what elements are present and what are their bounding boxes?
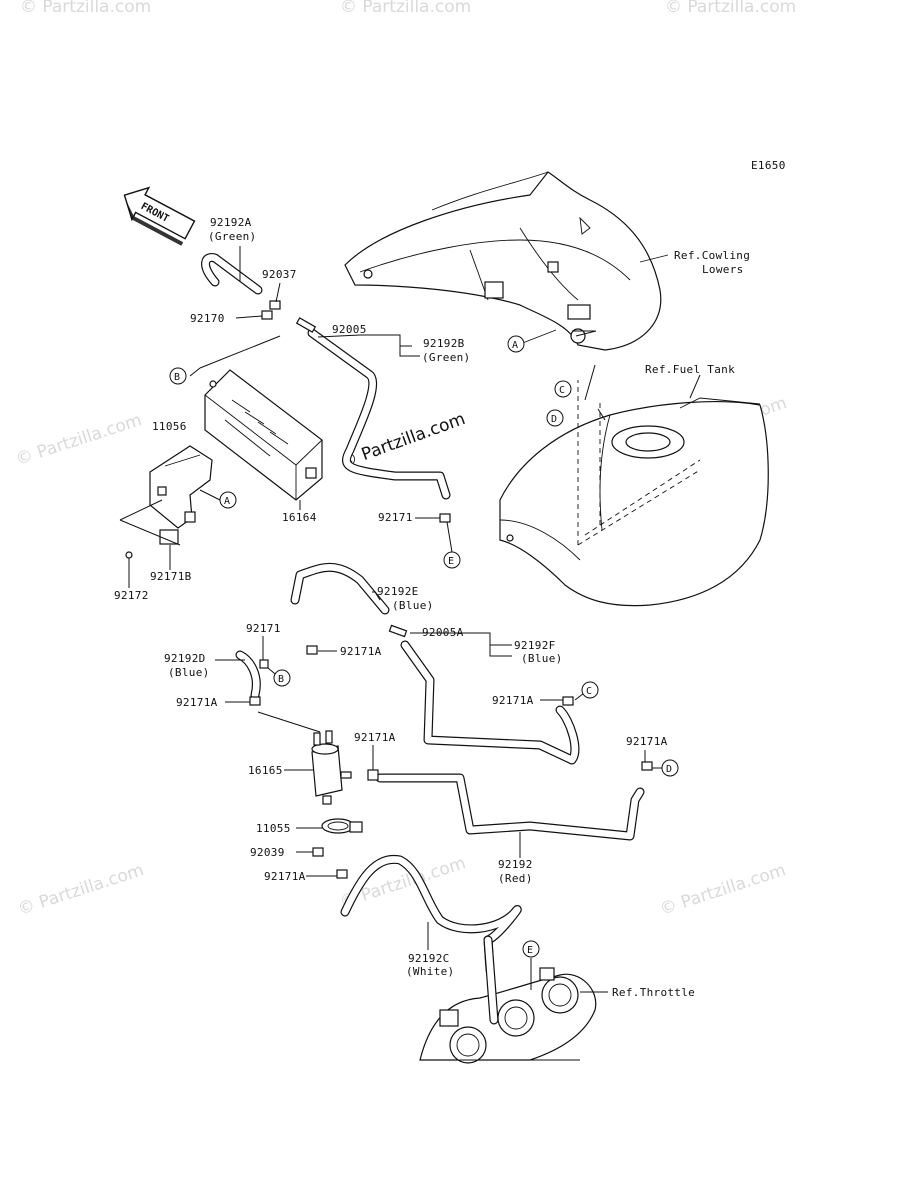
screw-92039 [312, 847, 324, 857]
label-92192C: 92192C [408, 952, 450, 965]
cowling-lowers-drawing [344, 171, 669, 351]
label-92192E-color: (Blue) [392, 599, 434, 612]
front-arrow-icon: FRONT [123, 186, 196, 246]
label-92171-mid: 92171 [246, 622, 281, 635]
label-16165: 16165 [248, 764, 283, 777]
connector-a-top-label: A [512, 340, 518, 351]
connector-c-hose: C [581, 681, 599, 699]
label-92171A-right: 92171A [492, 694, 534, 707]
ref-cowling-label-line2: Lowers [702, 263, 744, 276]
watermark-top-center: © Partzilla.com [340, 0, 471, 17]
label-92192: 92192 [498, 858, 533, 871]
connector-a-left-label: A [224, 496, 230, 507]
ref-cowling-label-line1: Ref.Cowling [674, 249, 750, 262]
connector-c-tank-label: C [559, 385, 565, 396]
label-92171A-filter: 92171A [354, 731, 396, 744]
label-92170: 92170 [190, 312, 225, 325]
watermark-top-right: © Partzilla.com [665, 0, 796, 17]
filter-16165-drawing [311, 730, 352, 805]
clip-92171-mid [259, 659, 269, 669]
throttle-body-drawing [419, 967, 597, 1064]
clip-92171A-upper [306, 645, 318, 655]
label-92192B-color: (Green) [422, 351, 470, 364]
label-92171B: 92171B [150, 570, 192, 583]
connector-d-hose: D [661, 759, 679, 777]
connector-a-top: A [507, 335, 525, 353]
fitting-group [249, 300, 653, 879]
watermark-low-left: © Partzilla.com [15, 860, 146, 920]
clip-92171A-left [249, 696, 261, 706]
clip-92171A-right [562, 696, 574, 706]
connector-b-canister: B [169, 367, 187, 385]
label-92192A-color: (Green) [208, 230, 256, 243]
connector-markers: A A B B C C D D [169, 335, 679, 958]
label-92192D-color: (Blue) [168, 666, 210, 679]
label-92192B: 92192B [423, 337, 465, 350]
label-92005A: 92005A [422, 626, 464, 639]
fuel-tank-drawing [499, 380, 769, 607]
clip-92171A-filter [367, 769, 379, 781]
bracket-11056-drawing [119, 445, 213, 559]
label-92192A: 92192A [210, 216, 252, 229]
watermark-top-left: © Partzilla.com [20, 0, 151, 17]
label-92192F: 92192F [514, 639, 556, 652]
connector-d-hose-label: D [666, 764, 672, 775]
label-92171A-left: 92171A [176, 696, 218, 709]
joint-92005 [295, 317, 317, 333]
connector-b-mid-label: B [278, 674, 284, 685]
part-labels: 92192A (Green) 92037 92170 92005 92192B … [114, 216, 668, 978]
connector-a-left: A [219, 491, 237, 509]
diagram-code: E1650 [751, 159, 786, 172]
label-92005: 92005 [332, 323, 367, 336]
label-92192E: 92192E [377, 585, 419, 598]
connector-c-tank: C [554, 380, 572, 398]
hose-group [201, 253, 645, 1025]
label-92171A-upper: 92171A [340, 645, 382, 658]
clip-92171A-far-right [641, 761, 653, 771]
connector-d-tank: D [546, 409, 564, 427]
label-92171-top: 92171 [378, 511, 413, 524]
label-92172: 92172 [114, 589, 149, 602]
label-92192C-color: (White) [406, 965, 454, 978]
label-92192D: 92192D [164, 652, 206, 665]
label-92192F-color: (Blue) [521, 652, 563, 665]
connector-e-throttle-label: E [527, 945, 533, 956]
ref-throttle-label: Ref.Throttle [612, 986, 695, 999]
label-92171A-lower: 92171A [264, 870, 306, 883]
clip-92171A-lower [336, 869, 348, 879]
label-92192-color: (Red) [498, 872, 533, 885]
connector-e-throttle: E [522, 940, 540, 958]
connector-d-tank-label: D [551, 414, 557, 425]
ref-fuel-tank-label: Ref.Fuel Tank [645, 363, 735, 376]
connector-b-canister-label: B [174, 372, 180, 383]
connector-e-hose: E [443, 551, 461, 569]
label-92037: 92037 [262, 268, 297, 281]
label-11056: 11056 [152, 420, 187, 433]
clip-92037 [269, 300, 281, 310]
connector-b-mid: B [273, 669, 291, 687]
label-92039: 92039 [250, 846, 285, 859]
clip-92171-top [439, 513, 451, 523]
label-11055: 11055 [256, 822, 291, 835]
connector-c-hose-label: C [586, 686, 592, 697]
watermark-low-right: © Partzilla.com [657, 860, 788, 920]
label-92171A-far-right: 92171A [626, 735, 668, 748]
clip-92170 [261, 310, 273, 320]
label-16164: 16164 [282, 511, 317, 524]
joint-92005A [388, 624, 408, 638]
canister-16164-drawing [204, 369, 323, 501]
connector-e-hose-label: E [448, 556, 454, 567]
clamp-11055-drawing [321, 818, 363, 834]
watermark-mid-left: © Partzilla.com [13, 410, 144, 470]
